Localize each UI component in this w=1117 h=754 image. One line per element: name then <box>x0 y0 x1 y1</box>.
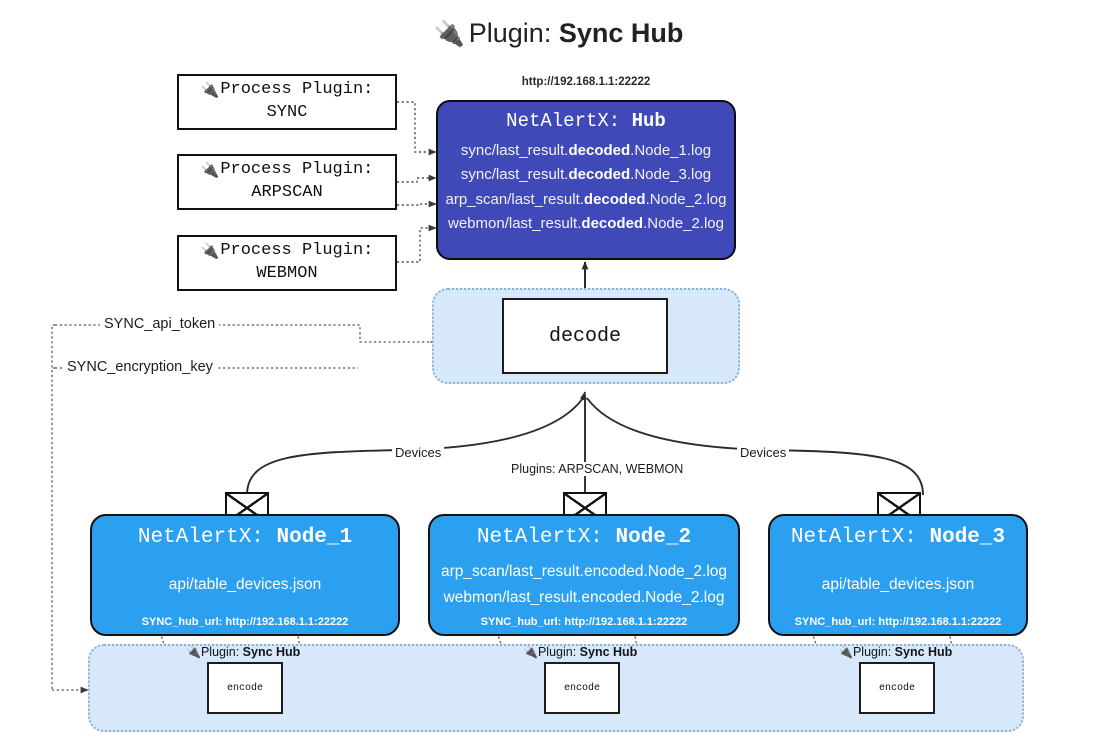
process-plugin-label: Process Plugin: <box>220 160 374 180</box>
hub-log-line: arp_scan/last_result.decoded.Node_2.log <box>445 190 727 208</box>
node-line-list: api/table_devices.json <box>92 553 398 616</box>
hub-log-line: sync/last_result.decoded.Node_3.log <box>460 166 712 184</box>
decode-box[interactable]: decode <box>502 298 668 374</box>
plug-icon: 🔌 <box>200 161 220 180</box>
page-title: 🔌Plugin: Sync Hub <box>0 18 1117 49</box>
plug-icon: 🔌 <box>433 20 465 48</box>
plug-icon: 🔌 <box>200 242 220 261</box>
page-title-name: Sync Hub <box>558 18 684 48</box>
plug-icon: 🔌 <box>200 81 220 100</box>
node-line: webmon/last_result.encoded.Node_2.log <box>443 588 725 606</box>
node-card-node-2[interactable]: NetAlertX: Node_2 arp_scan/last_result.e… <box>428 514 740 636</box>
node-title: NetAlertX: Node_3 <box>790 526 1006 549</box>
sync-api-token-label: SYNC_api_token <box>100 316 220 332</box>
encode-box[interactable]: encode <box>544 662 620 714</box>
hub-log-line: sync/last_result.decoded.Node_1.log <box>460 142 712 159</box>
process-plugin-arpscan[interactable]: 🔌Process Plugin: ARPSCAN <box>177 154 397 210</box>
node-line: api/table_devices.json <box>168 575 322 593</box>
plug-icon: 🔌 <box>838 645 853 659</box>
encoder-plugin-tag: 🔌Plugin: Sync Hub <box>523 645 638 659</box>
devices-label-left: Devices <box>392 445 445 460</box>
hub-url-label: http://192.168.1.1:22222 <box>521 76 651 88</box>
hub-log-line: webmon/last_result.decoded.Node_2.log <box>448 215 724 233</box>
process-plugin-name: WEBMON <box>256 264 318 283</box>
node-title: NetAlertX: Node_1 <box>137 526 353 549</box>
hub-title: NetAlertX: Hub <box>438 110 734 132</box>
encoder-plugin-tag: 🔌Plugin: Sync Hub <box>186 645 301 659</box>
process-plugin-name: ARPSCAN <box>251 183 323 202</box>
node-card-node-3[interactable]: NetAlertX: Node_3 api/table_devices.json… <box>768 514 1028 636</box>
process-plugin-label: Process Plugin: <box>220 241 374 261</box>
hub-title-prefix: NetAlertX: <box>506 110 632 132</box>
encode-box[interactable]: encode <box>859 662 935 714</box>
page-title-prefix: Plugin: <box>468 18 559 48</box>
hub-node[interactable]: NetAlertX: Hub sync/last_result.decoded.… <box>436 100 736 260</box>
process-plugin-webmon[interactable]: 🔌Process Plugin: WEBMON <box>177 235 397 291</box>
plugins-label-center: Plugins: ARPSCAN, WEBMON <box>508 462 687 476</box>
node-card-node-1[interactable]: NetAlertX: Node_1 api/table_devices.json… <box>90 514 400 636</box>
process-plugin-name: SYNC <box>266 103 308 122</box>
node-hub-url: SYNC_hub_url: http://192.168.1.1:22222 <box>794 616 1002 628</box>
node-hub-url: SYNC_hub_url: http://192.168.1.1:22222 <box>141 616 349 628</box>
hub-title-name: Hub <box>631 110 666 132</box>
node-title: NetAlertX: Node_2 <box>476 526 692 549</box>
node-hub-url: SYNC_hub_url: http://192.168.1.1:22222 <box>480 616 688 628</box>
encoder-plugin-tag: 🔌Plugin: Sync Hub <box>838 645 953 659</box>
devices-label-right: Devices <box>737 445 790 460</box>
node-line: arp_scan/last_result.encoded.Node_2.log <box>440 562 728 580</box>
encode-box[interactable]: encode <box>207 662 283 714</box>
node-line-list: api/table_devices.json <box>770 553 1026 616</box>
plug-icon: 🔌 <box>523 645 538 659</box>
plug-icon: 🔌 <box>186 645 201 659</box>
node-line-list: arp_scan/last_result.encoded.Node_2.log … <box>430 553 738 616</box>
process-plugin-label: Process Plugin: <box>220 80 374 100</box>
process-plugin-sync[interactable]: 🔌Process Plugin: SYNC <box>177 74 397 130</box>
node-line: api/table_devices.json <box>821 575 975 593</box>
sync-encryption-key-label: SYNC_encryption_key <box>63 359 217 375</box>
